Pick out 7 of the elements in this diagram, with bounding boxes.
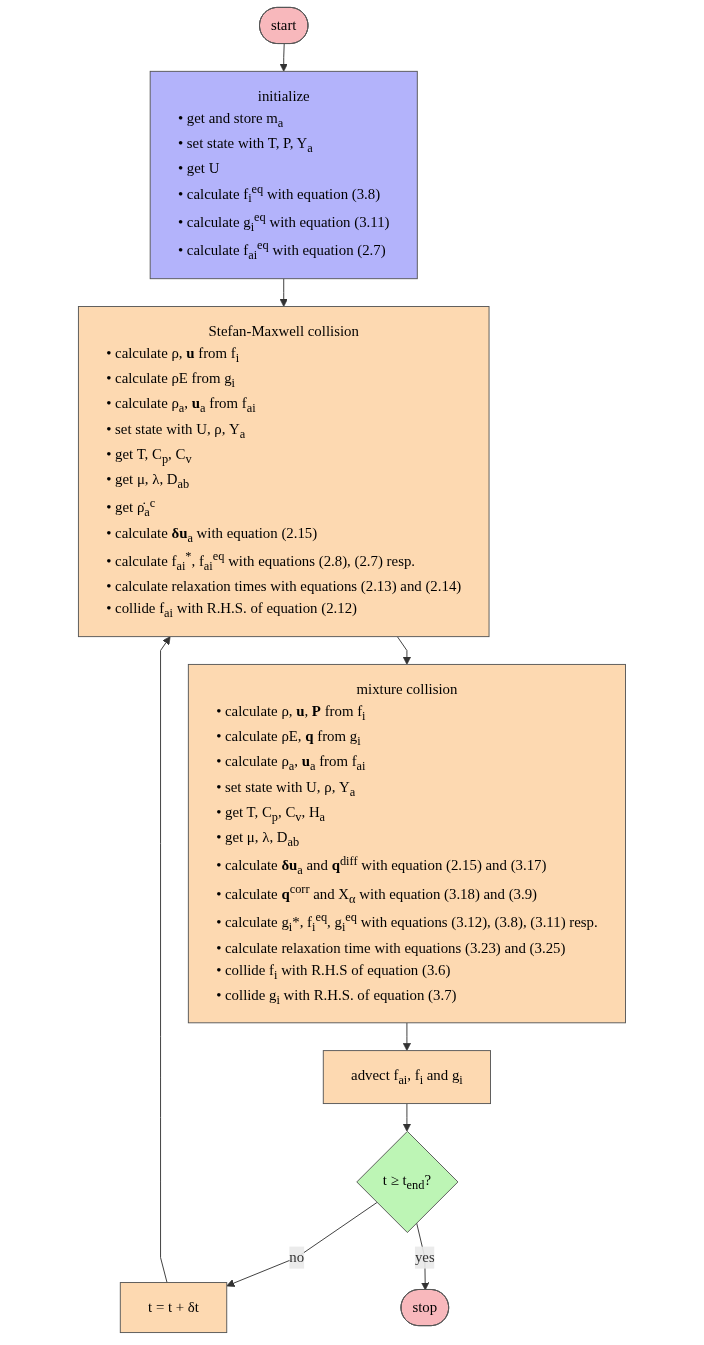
node-box: mixture collision • calculate ρ, u, P from f$_{i}$ • calculate ρE, q from g$_{i}$ • calculate ρ$_{a}$, u$_{a}$ from f$_{ai}$ • set state with U, ρ, Y$_{a}$ • get T, C$_{p}$, C$_{v}$, H$_{a}$ • get μ, λ, D$_{ab}$ • calculate δu$_{a}$ and q$^{diff}$ with equation (2.15) and (3.17) • calculate q$^{corr}$ and X$_{α}$ with equation (3.18) and (3.9) • calculate g$_{i}$*, f$_{i}$$^{eq}$, g$_{i}$$^{eq}$ with equations (3.12), (3.8), (3.11) resp. • calculate relaxation time with equations (3.23) and (3.25) • collide f$_{i}$ with R.H.S of equation (3.6) • collide g$_{i}$ with R.H.S. of equation (3.7) — [187, 663, 626, 1024]
node-box: t = t + δt — [119, 1282, 228, 1334]
edge-label: no — [289, 1249, 305, 1265]
node-diamond: t ≥ t$_{end}$? — [356, 1130, 459, 1233]
node-box: initialize • get and store m$_{a}$ • set state with T, P, Y$_{a}$ • get U • calculate f$_{i}$$^{eq}$ with equation (3.8) • calculate g$_{i}$$^{eq}$ with equation (3.11) • calculate f$_{ai}$$^{eq}$ with equation (2.7) — [149, 70, 418, 280]
edge-label: yes — [414, 1249, 435, 1265]
node-box: advect f$_{ai}$, f$_{i}$ and g$_{i}$ — [322, 1050, 492, 1105]
